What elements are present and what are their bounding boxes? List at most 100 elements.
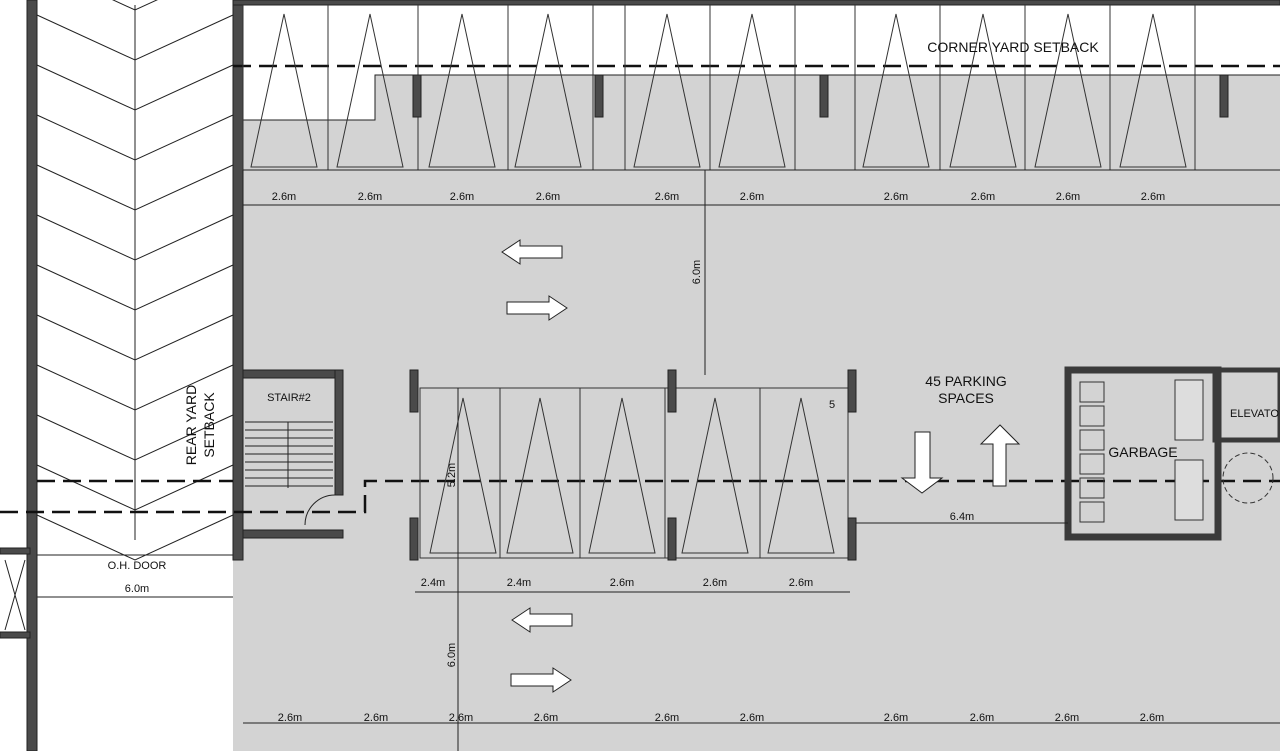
garbage-bin [1079,381,1105,403]
column [847,369,857,413]
top-row-dimensions: 2.6m 2.6m 2.6m 2.6m 2.6m 2.6m 2.6m 2.6m 2.6m 2.6m [272,191,1165,203]
dimension-label: 2.6m [740,712,764,724]
dimension-label: 2.6m [1141,191,1165,203]
stall-depth-dim: 5.2m [446,463,458,487]
left-wall-stub-2 [0,631,31,639]
stall-triangle [506,397,574,554]
left-wall-stub [0,547,31,555]
rear-setback-line2: SETBACK [201,392,217,458]
dumpster [1174,379,1204,441]
dimension-label: 2.6m [884,712,908,724]
stall-triangle [1034,13,1102,168]
wheelchair-turning-circle [1222,452,1274,504]
dimension-lines [243,204,1280,724]
rear-setback-line1: REAR YARD [183,385,199,465]
dimension-label: 2.6m [884,191,908,203]
aisle-top-dim: 6.0m [691,260,703,284]
dimension-label: 2.6m [450,191,474,203]
dimension-label: 2.6m [789,577,813,589]
traffic-arrows [501,239,1021,693]
garbage-label: GARBAGE [1108,444,1177,460]
garbage-offset-dim: 6.4m [950,511,974,523]
garbage-bin [1079,453,1105,475]
middle-stall-block [419,387,849,559]
stair-label: STAIR#2 [267,392,311,404]
middle-row-dimensions: 2.4m 2.4m 2.6m 2.6m 2.6m [421,577,813,589]
rear-setback-line [0,479,1280,514]
stall-triangle [862,13,930,168]
dimension-label: 2.6m [536,191,560,203]
stall-triangle [336,13,404,168]
dimension-label: 2.6m [358,191,382,203]
stall-triangle [588,397,656,554]
door-width-dim: 6.0m [125,583,149,595]
column [847,517,857,561]
dimension-label: 2.6m [740,191,764,203]
stall-triangle [767,397,835,554]
dimension-label: 2.6m [971,191,995,203]
parking-floor [243,120,1280,751]
dimension-label: 2.4m [421,577,445,589]
stair-wall [242,529,344,539]
door-swing [304,494,336,526]
parking-count-line2: SPACES [938,390,994,406]
stall-triangle [250,13,318,168]
column [819,74,829,118]
dimension-label: 2.6m [1055,712,1079,724]
stall-triangle [514,13,582,168]
stall-triangle [1119,13,1187,168]
stair-wall [242,369,344,379]
stall-triangle [633,13,701,168]
stair-treads [245,421,333,488]
parking-count-line1: 45 PARKING [925,373,1006,389]
garbage-bin [1079,477,1105,499]
dumpster [1174,459,1204,521]
stall-triangle [429,397,497,554]
west-wall [26,0,38,751]
north-wall [232,0,1280,6]
stall-triangle [949,13,1017,168]
arrow-down-icon [900,431,944,494]
dimension-label: 2.6m [278,712,302,724]
column [667,517,677,561]
arrow-right-icon [506,295,568,321]
dimension-label: 2.6m [703,577,727,589]
dimension-label: 2.4m [507,577,531,589]
hatch-chevron [36,514,234,561]
garbage-bins [1079,381,1105,523]
elevator-walls [1212,367,1280,443]
column [409,517,419,561]
corner-setback-label: CORNER YARD SETBACK [927,39,1099,55]
rear-wall [232,0,244,561]
arrow-up-icon [979,424,1021,487]
stall-triangle [718,13,786,168]
column [1219,74,1229,118]
dimension-label: 2.6m [449,712,473,724]
garbage-bin [1079,501,1105,523]
stall-triangle [681,397,749,554]
garbage-bin [1079,429,1105,451]
stall-triangle [428,13,496,168]
aisle-bottom-dim: 6.0m [446,643,458,667]
dimension-label: 2.6m [272,191,296,203]
dimension-label: 2.6m [970,712,994,724]
oh-door-label: O.H. DOOR [108,560,167,572]
rear-setback-label: REAR YARD SETBACK [183,385,217,465]
column [594,74,604,118]
dimension-label: 2.6m [364,712,388,724]
stair-wall [334,369,344,496]
dimension-label: 2.6m [610,577,634,589]
dimension-label: 2.6m [655,191,679,203]
column [412,74,422,118]
arrow-left-icon [511,607,573,633]
column [409,369,419,413]
elevator-label: ELEVATO [1230,408,1279,420]
dimension-label: 2.6m [1056,191,1080,203]
arrow-right-icon [510,667,572,693]
dimension-label: 2.6m [534,712,558,724]
dimension-label: 2.6m [655,712,679,724]
garbage-room-walls [1064,366,1222,541]
